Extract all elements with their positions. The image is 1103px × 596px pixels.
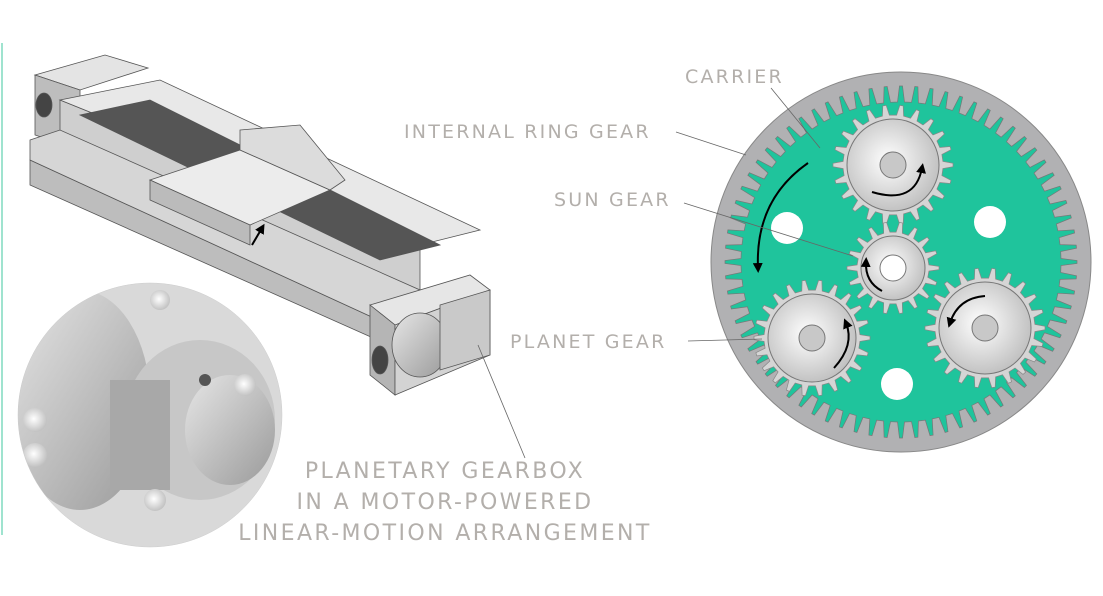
- sun-gear: [846, 222, 940, 314]
- caption-line-2: IN A MOTOR-POWERED: [297, 490, 594, 515]
- label-internal-ring-gear: INTERNAL RING GEAR: [404, 121, 651, 143]
- leader-lines: [477, 87, 854, 459]
- planet-gear: [753, 280, 871, 396]
- carrier-hole: [771, 212, 803, 244]
- sun-rotation-arrow: [860, 257, 883, 292]
- carrier-hole: [881, 368, 913, 400]
- gearbox-closeup-inset: [18, 283, 282, 547]
- planet-rotation-arrow: [946, 295, 986, 328]
- linear-actuator-illustration: [29, 54, 491, 396]
- caption-line-3: LINEAR-MOTION ARRANGEMENT: [238, 521, 651, 546]
- carrier-rotation-arrow: [752, 162, 809, 273]
- carrier-hole: [974, 206, 1006, 238]
- planet-rotation-arrow: [871, 163, 926, 197]
- planetary-gear-diagram: [710, 71, 1092, 453]
- planet-gear: [832, 105, 954, 225]
- accent-edge-line: [1, 43, 3, 535]
- planet-rotation-arrow: [833, 318, 853, 369]
- label-carrier: CARRIER: [685, 66, 784, 88]
- label-sun-gear: SUN GEAR: [554, 189, 671, 211]
- label-planet-gear: PLANET GEAR: [510, 331, 666, 353]
- caption-line-1: PLANETARY GEARBOX: [305, 459, 585, 484]
